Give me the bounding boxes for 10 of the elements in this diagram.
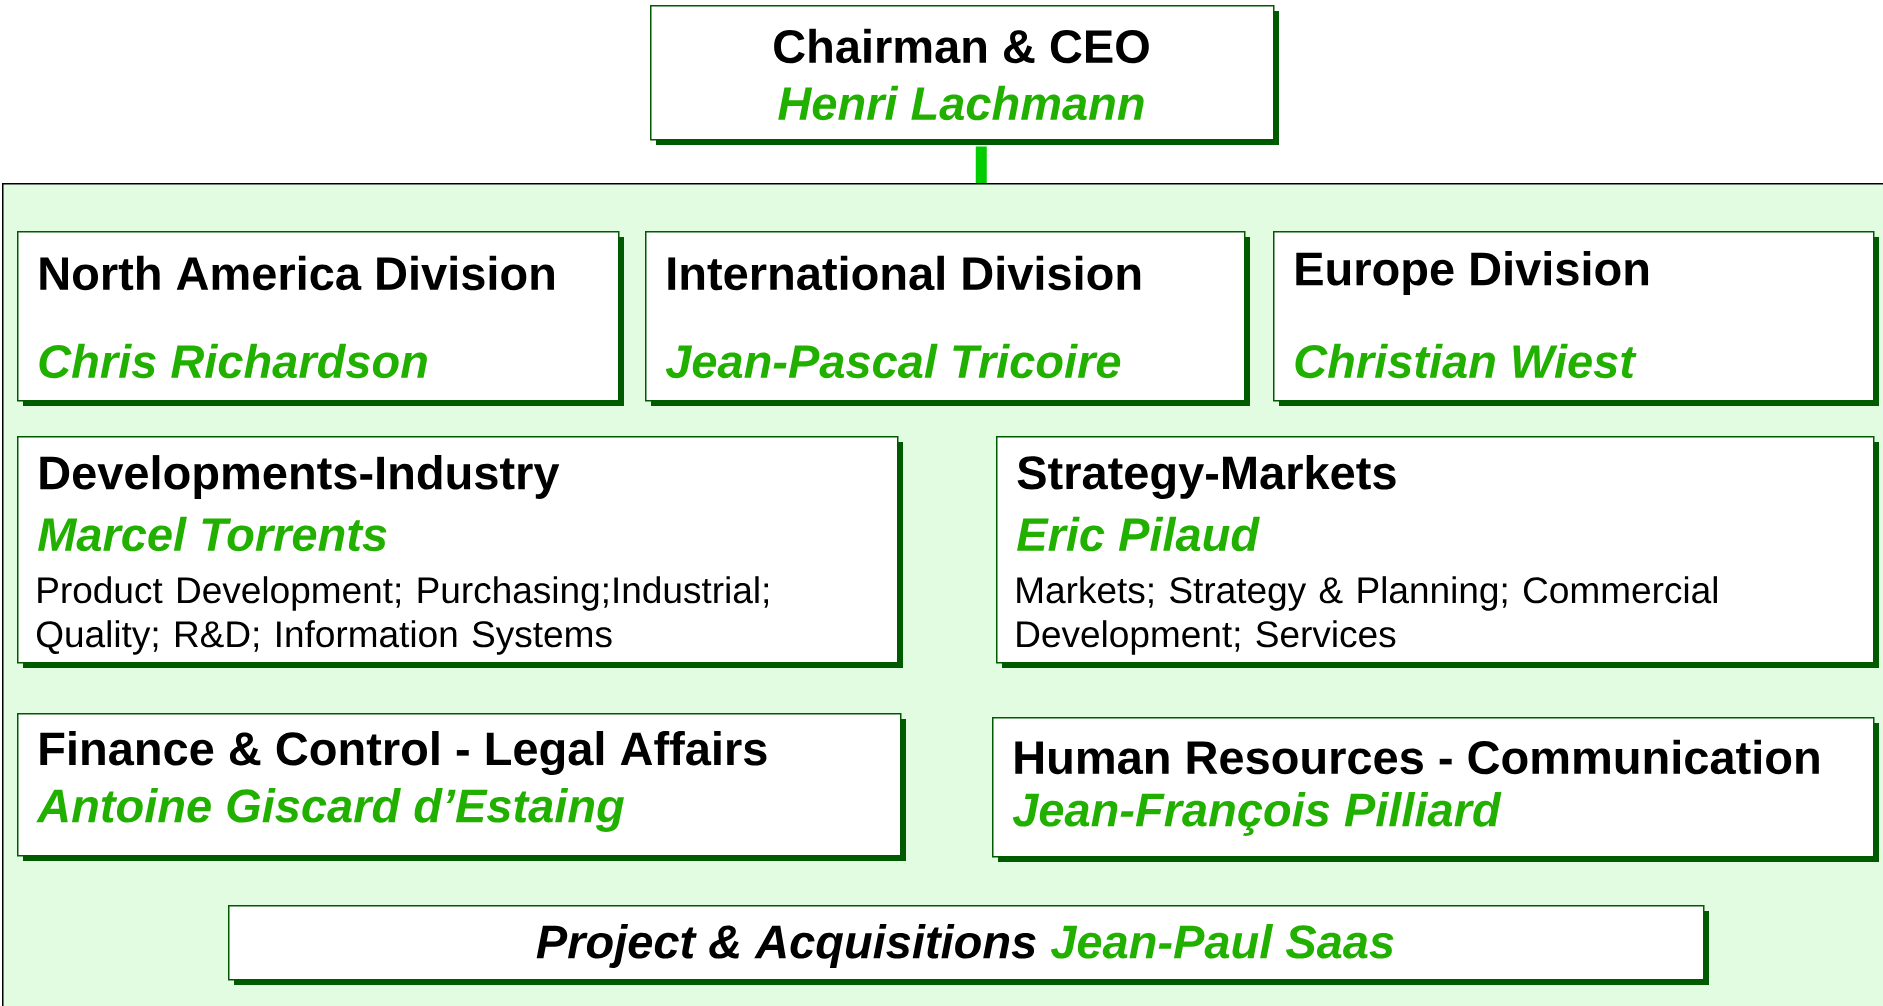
department-box: Finance & Control - Legal Affairs Antoine Giscard d’Estaing	[17, 713, 906, 861]
department-box: Developments-Industry Marcel Torrents Product Development; Purchasing;Industrial; Quality; R&D; Information Systems	[17, 436, 903, 668]
division-box: North America Division Chris Richardson	[17, 231, 624, 406]
department-box: Human Resources - Communication Jean-François Pilliard	[992, 717, 1879, 862]
executive-box: Chairman & CEO Henri Lachmann	[650, 5, 1279, 145]
connector-line	[975, 146, 987, 183]
project-box: Project & Acquisitions Jean-Paul Saas	[228, 905, 1709, 985]
division-box: International Division Jean-Pascal Tricoire	[645, 231, 1250, 406]
division-box: Europe Division Christian Wiest	[1273, 231, 1879, 406]
department-box: Strategy-Markets Eric Pilaud Markets; Strategy & Planning; Commercial Development; Services	[996, 436, 1879, 668]
